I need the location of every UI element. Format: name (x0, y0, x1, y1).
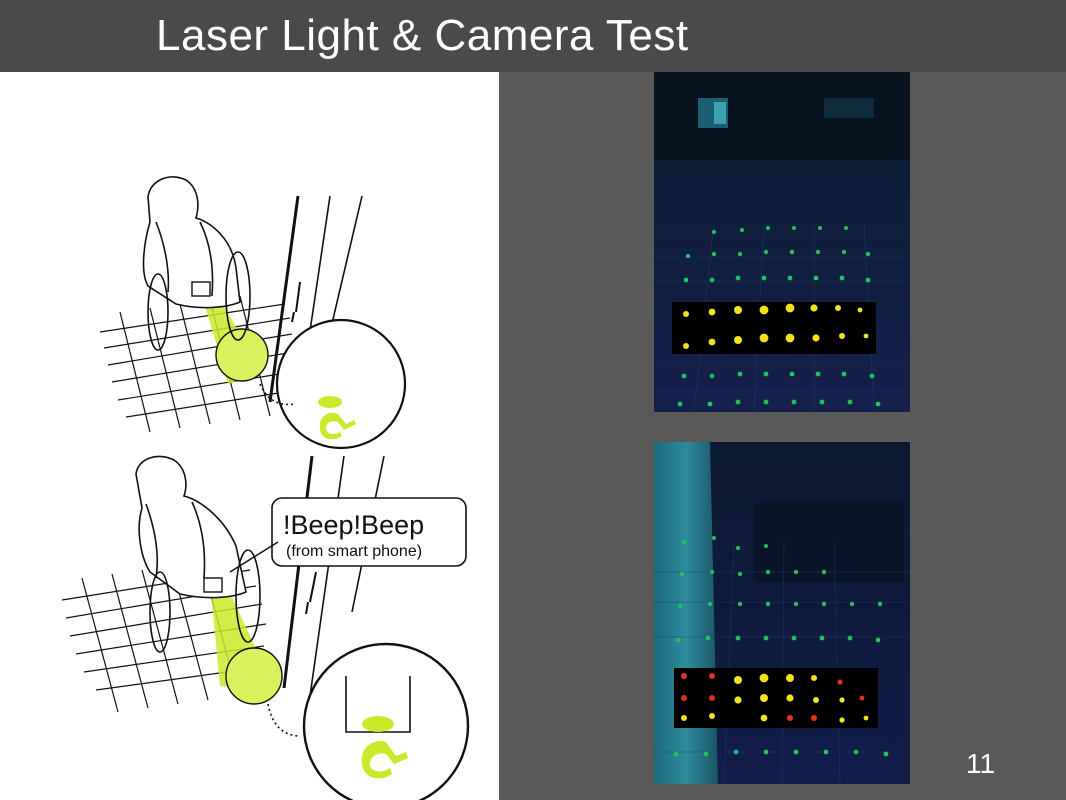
upper-scene (99, 176, 407, 450)
slide-title: Laser Light & Camera Test (156, 11, 689, 60)
pillar (654, 442, 718, 784)
speech-bubble-line2: (from smart phone) (286, 543, 422, 560)
camera-photo-top (654, 72, 910, 412)
speech-bubble-line1: !Beep!Beep (283, 510, 424, 540)
top-detection-band (672, 302, 876, 354)
lower-scene (61, 455, 470, 800)
top-yellow-dots (683, 303, 869, 349)
upper-laser-spot (215, 328, 269, 382)
upper-zoom-circle (275, 318, 407, 450)
bottom-yellow-dots (681, 673, 869, 723)
lower-laser-spot (225, 647, 283, 705)
lower-zoom-accessibility-icon (361, 716, 408, 779)
top-green-dots (677, 226, 881, 407)
bottom-red-dots (681, 673, 865, 721)
bottom-grid-lines (654, 541, 910, 784)
bottom-green-dots (673, 536, 889, 757)
upper-floor-grid (99, 295, 295, 433)
camera-photo-bottom (654, 442, 910, 784)
bottom-detection-band (674, 668, 878, 728)
upper-zoom-accessibility-icon (318, 396, 356, 440)
lower-person (135, 455, 247, 599)
title-bar: Laser Light & Camera Test (0, 0, 1066, 72)
speech-bubble (271, 497, 467, 567)
wheelchair-illustration: !Beep!Beep (from smart phone) (0, 72, 499, 800)
page-number: 11 (966, 748, 996, 779)
illustration-svg: !Beep!Beep (from smart phone) (61, 176, 470, 800)
